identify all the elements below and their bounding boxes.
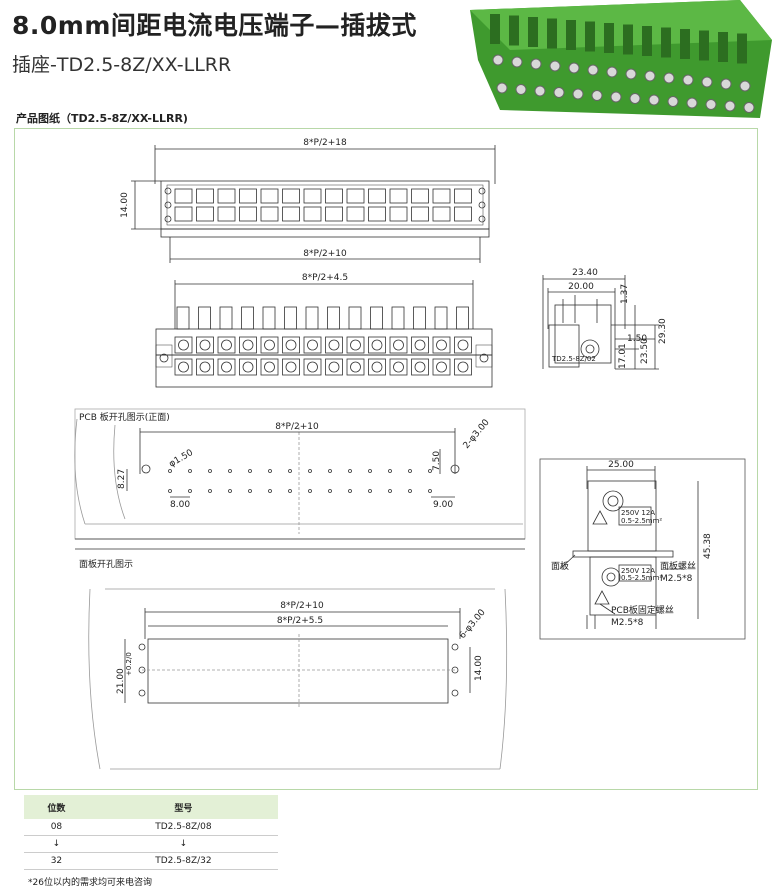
side-dim-6: 23.50 bbox=[640, 338, 650, 364]
panel-dim-height-left: 21.00 bbox=[116, 668, 126, 694]
pcb-title: PCB 板开孔图示(正面) bbox=[79, 411, 170, 423]
front-view-dim-top: 8*P/2+4.5 bbox=[302, 273, 348, 283]
side-dim-5: 29.30 bbox=[658, 318, 668, 344]
side-dim-2: 20.00 bbox=[568, 282, 594, 292]
assembly-wire-bottom: 0.5-2.5mm² bbox=[621, 574, 662, 582]
assembly-wire-top: 0.5-2.5mm² bbox=[621, 517, 662, 525]
section-label: 产品图纸（TD2.5-8Z/XX-LLRR) bbox=[16, 112, 188, 125]
model-table: 位数 型号 08 TD2.5-8Z/08 ↓ ↓ 32 TD2.5-8Z/32 bbox=[24, 795, 278, 870]
pcb-dim-right: 7.50 bbox=[432, 451, 442, 471]
top-view-dim-top: 8*P/2+18 bbox=[303, 138, 347, 148]
technical-drawing: 8*P/2+18 14.00 8*P/2+10 8*P/2+4.5 23.40 … bbox=[14, 128, 758, 790]
pcb-dim-pitch: 8.00 bbox=[170, 500, 190, 510]
assembly-rating-top: 250V 12A bbox=[621, 509, 655, 517]
panel-dim-outer: 8*P/2+10 bbox=[280, 601, 324, 611]
table-row: 08 TD2.5-8Z/08 bbox=[24, 819, 278, 836]
assembly-label-pcb-screw: PCB板固定螺丝 bbox=[611, 604, 674, 616]
top-view-dim-height: 14.00 bbox=[120, 192, 130, 218]
panel-dim-holes: 6-φ3.00 bbox=[458, 608, 488, 641]
side-dim-3: 1.37 bbox=[620, 284, 630, 304]
side-view-label: TD2.5-8Z/02 bbox=[551, 355, 596, 363]
side-dim-1: 23.40 bbox=[572, 268, 598, 278]
pcb-dim-row: 9.00 bbox=[433, 500, 453, 510]
side-dim-7: 17.01 bbox=[618, 343, 628, 369]
table-row: ↓ ↓ bbox=[24, 835, 278, 853]
page-title: 8.0mm间距电流电压端子—插拔式 bbox=[12, 11, 417, 40]
assembly-label-panel-screw: 面板螺丝 bbox=[660, 560, 696, 572]
panel-dim-inner: 8*P/2+5.5 bbox=[277, 616, 323, 626]
page-subtitle: 插座-TD2.5-8Z/XX-LLRR bbox=[12, 54, 232, 76]
panel-dim-height-right: 14.00 bbox=[474, 655, 484, 681]
table-row: 32 TD2.5-8Z/32 bbox=[24, 852, 278, 870]
pcb-dim-width: 8*P/2+10 bbox=[275, 422, 319, 432]
assembly-label-pcb-screw-spec: M2.5*8 bbox=[611, 618, 644, 628]
pcb-dim-pin: φ1.50 bbox=[168, 448, 196, 470]
panel-title: 面板开孔图示 bbox=[79, 558, 133, 570]
top-view-dim-bottom: 8*P/2+10 bbox=[303, 249, 347, 259]
footnote: *26位以内的需求均可来电咨询 bbox=[28, 878, 152, 888]
assembly-label-panel: 面板 bbox=[551, 560, 569, 572]
product-image bbox=[470, 0, 772, 118]
panel-dim-height-tol: +0.2/0 bbox=[125, 652, 133, 676]
assembly-dim-height: 45.38 bbox=[703, 533, 713, 559]
table-header-model: 型号 bbox=[88, 795, 278, 819]
assembly-rating-bottom: 250V 12A bbox=[621, 567, 655, 575]
side-dim-4: 1.50 bbox=[627, 334, 647, 344]
pcb-dim-hole: 2-φ3.00 bbox=[462, 418, 492, 451]
table-header-positions: 位数 bbox=[24, 795, 89, 819]
assembly-label-panel-screw-spec: M2.5*8 bbox=[660, 574, 693, 584]
pcb-dim-left: 8.27 bbox=[117, 469, 127, 489]
assembly-dim-width: 25.00 bbox=[608, 460, 634, 470]
